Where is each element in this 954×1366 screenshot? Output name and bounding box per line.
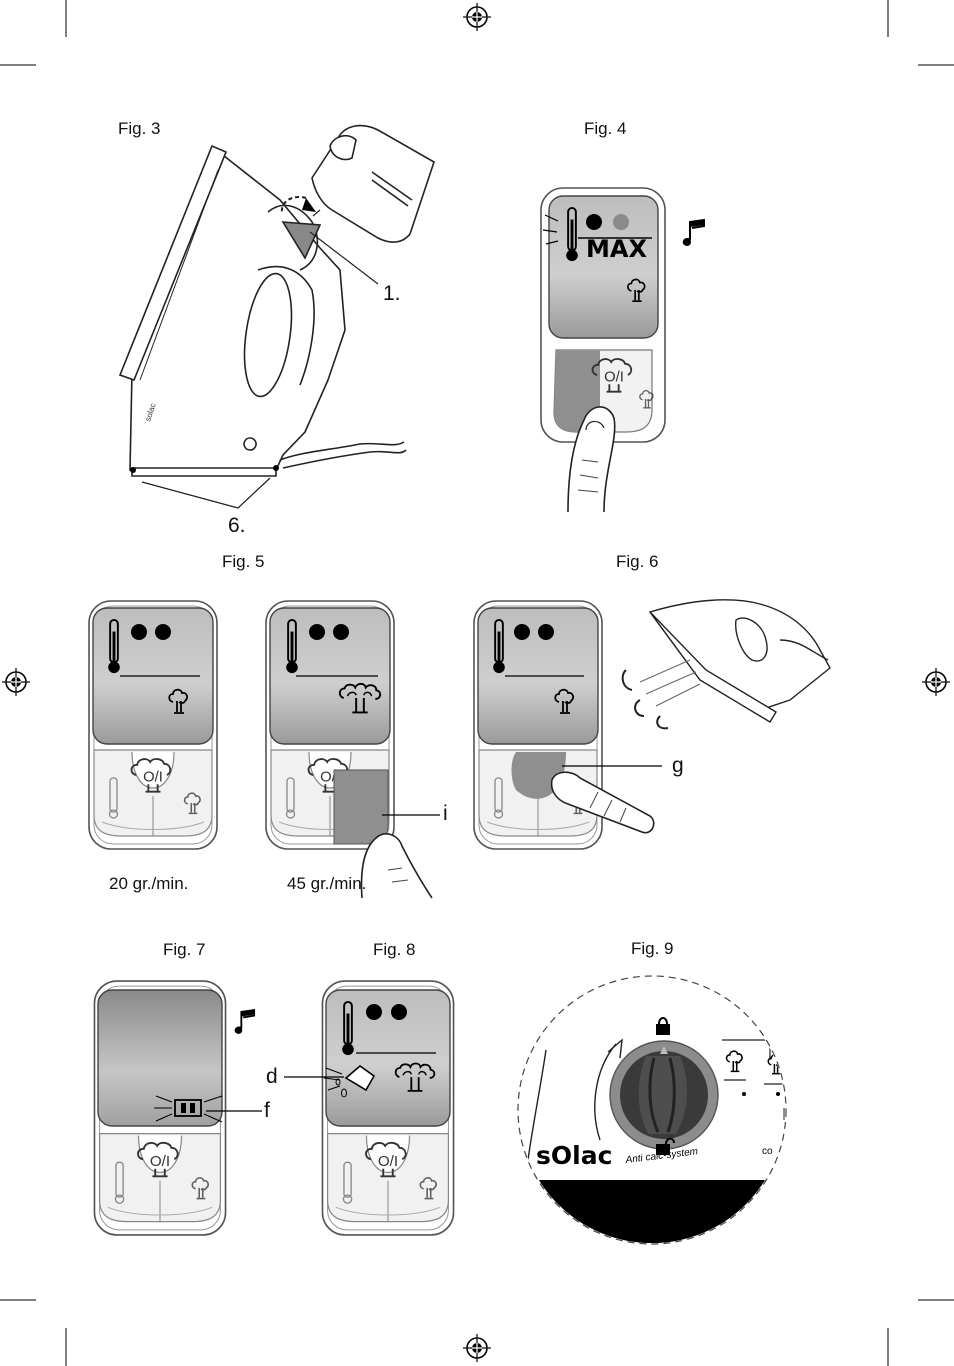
music-note-icon [234, 1009, 256, 1035]
fig9-title: Fig. 9 [631, 939, 674, 958]
fig5-rate-low: 20 gr./min. [109, 874, 189, 893]
lock-icon [656, 1017, 670, 1035]
fig9-brand: sOlac [536, 1141, 612, 1170]
fig3-callout-1: 1. [383, 282, 401, 305]
fig9-anti-calc-dial: sOlac Anti calc-system co [517, 975, 787, 1245]
fig5-callout-i: i [443, 802, 448, 825]
fig6-panel [474, 601, 662, 849]
fig8-title: Fig. 8 [373, 940, 416, 959]
registration-mark-icon [463, 1334, 491, 1362]
fig6-iron-steaming [621, 599, 831, 730]
fig7-title: Fig. 7 [163, 940, 206, 959]
fig4-title: Fig. 4 [584, 119, 627, 138]
fig8-callout-d: d [266, 1065, 278, 1088]
registration-mark-icon [2, 668, 30, 696]
fig5-panel-20 [89, 601, 217, 849]
fig7-callout-f: f [264, 1099, 270, 1122]
fig5-title: Fig. 5 [222, 552, 265, 571]
fig4-max-text: MAX [586, 235, 647, 263]
indicator-dot [613, 214, 629, 230]
fig3-iron-drawing [118, 124, 435, 509]
water-drop-icon [335, 1064, 376, 1098]
unlock-icon [656, 1137, 675, 1155]
fig6-title: Fig. 6 [616, 552, 659, 571]
fig7-panel [94, 981, 262, 1235]
fig5-rate-high: 45 gr./min. [287, 874, 367, 893]
fig4-control-panel [540, 187, 705, 513]
battery-icon [174, 1099, 202, 1117]
fig3-callout-6: 6. [228, 514, 246, 537]
indicator-dot [586, 214, 602, 230]
fig5-panel-45 [266, 601, 440, 899]
fig3-title: Fig. 3 [118, 119, 161, 138]
fig6-callout-g: g [672, 754, 684, 777]
registration-mark-icon [463, 3, 491, 31]
music-note-icon [682, 219, 705, 247]
fig8-panel [284, 981, 454, 1235]
registration-mark-icon [922, 668, 950, 696]
fig9-edge-text: co [762, 1146, 773, 1157]
